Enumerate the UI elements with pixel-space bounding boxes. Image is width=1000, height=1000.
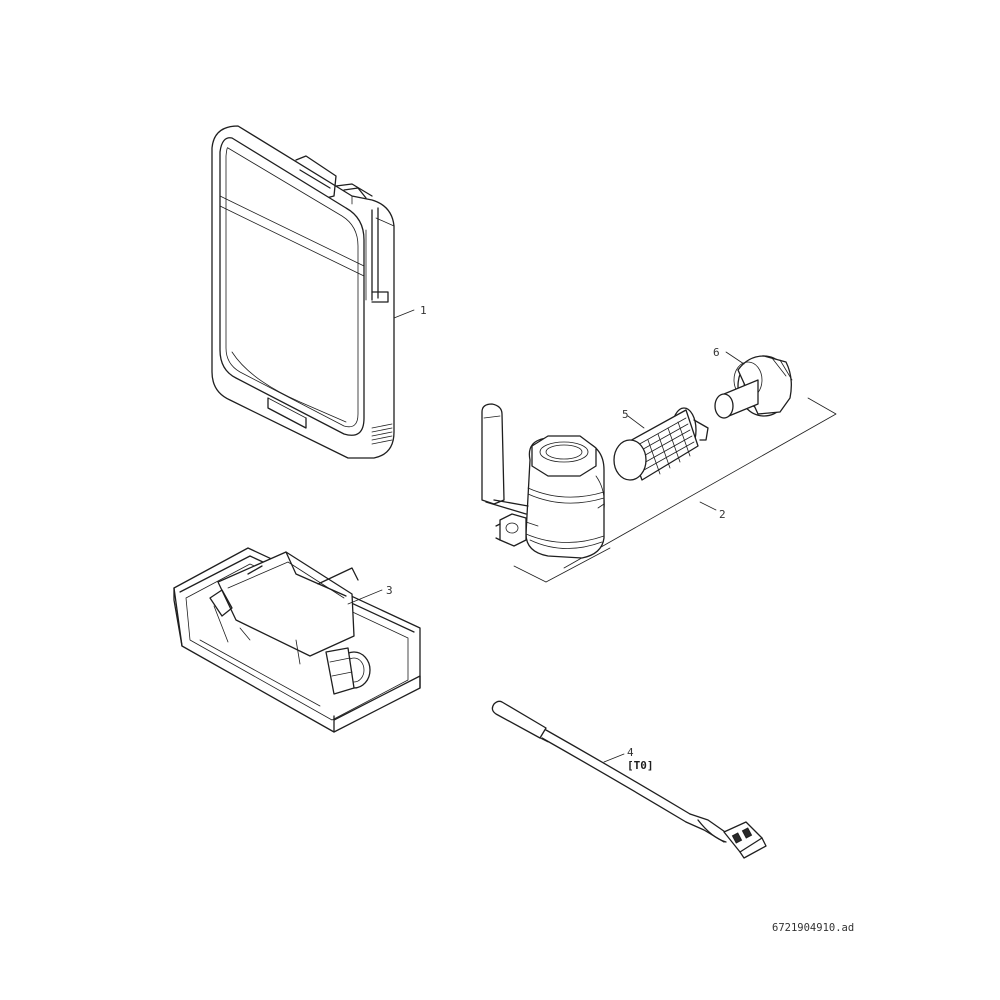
- temperature-sensor-cable-icon: [491, 700, 767, 859]
- callout-2: 2: [719, 508, 726, 521]
- strainer-filter-icon: [613, 407, 709, 481]
- drawing-reference: 6721904910.ad: [772, 922, 854, 934]
- callout-4: 4: [627, 746, 634, 759]
- callout-3: 3: [386, 584, 393, 597]
- enclosure-box-icon: [173, 547, 421, 733]
- ball-valve-icon: [481, 397, 837, 583]
- union-nut-icon: [714, 355, 793, 419]
- callout-6: 6: [713, 346, 720, 359]
- sensor-tag-label: [T0]: [627, 759, 654, 772]
- callout-1: 1: [420, 304, 427, 317]
- controller-housing-icon: [211, 125, 395, 459]
- callout-5: 5: [622, 408, 629, 421]
